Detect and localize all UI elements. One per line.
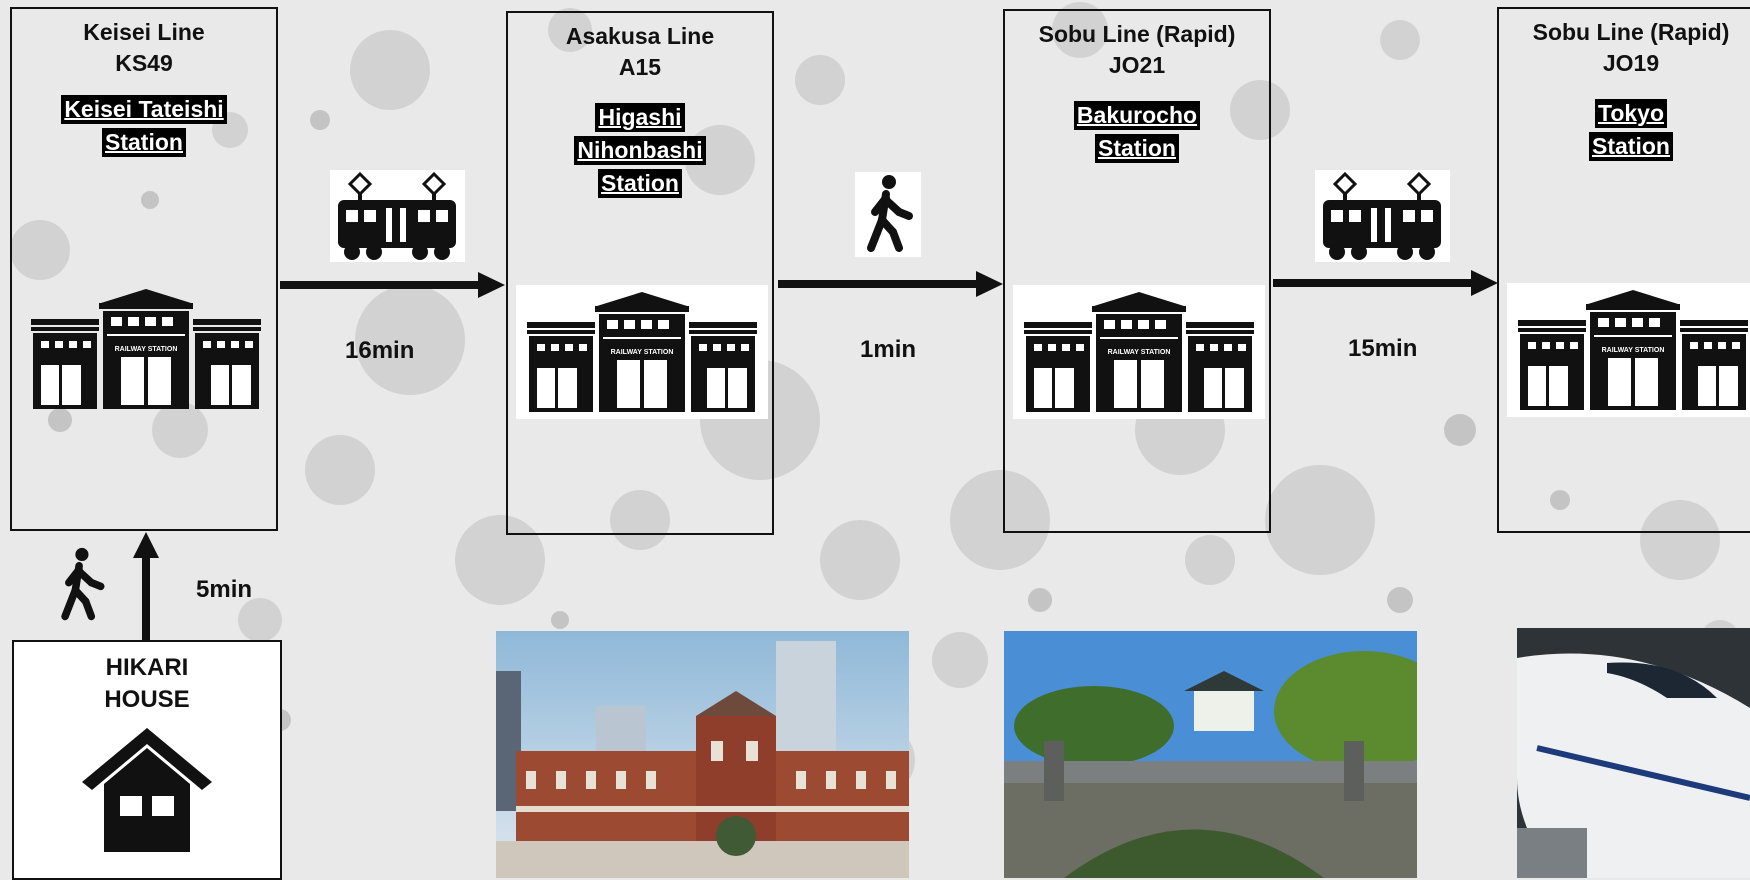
station-code: JO19 xyxy=(1602,50,1660,76)
station-name-line: Station xyxy=(102,128,186,157)
imperial-palace-image xyxy=(1004,631,1417,878)
train-icon-box xyxy=(1315,170,1450,262)
building-sign: RAILWAY STATION xyxy=(1602,347,1665,354)
station-name-line: Nihonbashi xyxy=(574,136,706,165)
station-name-line: Higashi xyxy=(595,103,685,132)
station-name-label: Tokyo Station xyxy=(1499,99,1750,161)
station-panel-bakurocho: Sobu Line (Rapid) JO21 Bakurocho Station xyxy=(1003,9,1271,533)
line-name-text: Asakusa Line xyxy=(565,23,715,49)
walking-icon xyxy=(867,175,913,252)
origin-name-line: HOUSE xyxy=(104,686,190,713)
station-name-label: Higashi Nihonbashi Station xyxy=(508,103,772,198)
travel-duration: 16min xyxy=(345,337,415,364)
station-building-box: RAILWAY STATION xyxy=(1013,285,1265,419)
line-name: Asakusa Line A15 xyxy=(508,21,772,83)
station-code: JO21 xyxy=(1108,52,1166,78)
station-panel-higashi-nihonbashi: Asakusa Line A15 Higashi Nihonbashi Stat… xyxy=(506,11,774,535)
station-name-label: Bakurocho Station xyxy=(1005,101,1269,163)
house-icon xyxy=(82,728,212,852)
station-name-line: Bakurocho xyxy=(1073,101,1201,130)
station-name-line: Station xyxy=(598,169,682,198)
building-sign: RAILWAY STATION xyxy=(611,349,674,356)
travel-duration: 1min xyxy=(860,336,917,363)
station-name-label: Keisei Tateishi Station xyxy=(12,95,276,157)
line-name: Keisei Line KS49 xyxy=(12,17,276,79)
train-icon-box xyxy=(330,170,465,262)
origin-panel-hikari-house: HIKARI HOUSE xyxy=(12,640,282,880)
building-sign: RAILWAY STATION xyxy=(115,346,178,353)
photo-tokyo-station-building xyxy=(496,631,909,878)
walking-icon xyxy=(61,547,105,621)
station-panel-tokyo: Sobu Line (Rapid) JO19 Tokyo Station xyxy=(1497,7,1750,533)
arrow-right xyxy=(1273,270,1498,296)
arrow-right xyxy=(280,272,505,298)
line-name: Sobu Line (Rapid) JO21 xyxy=(1005,19,1269,81)
station-name-line: Station xyxy=(1589,132,1673,161)
origin-name-line: HIKARI xyxy=(105,654,189,681)
photo-shinkansen-train xyxy=(1517,628,1750,878)
station-name-line: Tokyo xyxy=(1594,99,1668,128)
travel-duration: 15min xyxy=(1348,335,1418,362)
tokyo-station-image xyxy=(496,631,909,878)
line-name-text: Sobu Line (Rapid) xyxy=(1532,19,1730,45)
train-icon xyxy=(338,171,456,260)
station-name-line: Station xyxy=(1095,134,1179,163)
arrow-right xyxy=(778,271,1003,297)
railway-station-icon: RAILWAY STATION xyxy=(1024,292,1254,412)
building-sign: RAILWAY STATION xyxy=(1108,349,1171,356)
line-name-text: Sobu Line (Rapid) xyxy=(1038,21,1236,47)
line-name-text: Keisei Line xyxy=(83,19,205,45)
shinkansen-image xyxy=(1517,628,1750,878)
arrow-up xyxy=(133,532,159,642)
station-code: A15 xyxy=(618,54,662,80)
railway-station-icon: RAILWAY STATION xyxy=(31,289,261,409)
walking-icon-box xyxy=(50,545,112,625)
line-name: Sobu Line (Rapid) JO19 xyxy=(1499,17,1750,79)
station-panel-keisei-tateishi: Keisei Line KS49 Keisei Tateishi Station… xyxy=(10,7,278,531)
station-code: KS49 xyxy=(115,50,173,76)
photo-imperial-palace-bridge xyxy=(1004,631,1417,878)
walk-duration: 5min xyxy=(196,576,253,603)
station-name-line: Keisei Tateishi xyxy=(61,95,227,124)
railway-station-icon: RAILWAY STATION xyxy=(527,292,757,412)
station-building-box: RAILWAY STATION xyxy=(1507,283,1750,417)
train-icon xyxy=(1323,171,1441,260)
station-building-box: RAILWAY STATION xyxy=(516,285,768,419)
railway-station-icon: RAILWAY STATION xyxy=(1518,290,1748,410)
origin-name: HIKARI HOUSE xyxy=(14,652,280,716)
walking-icon-box xyxy=(855,172,921,257)
